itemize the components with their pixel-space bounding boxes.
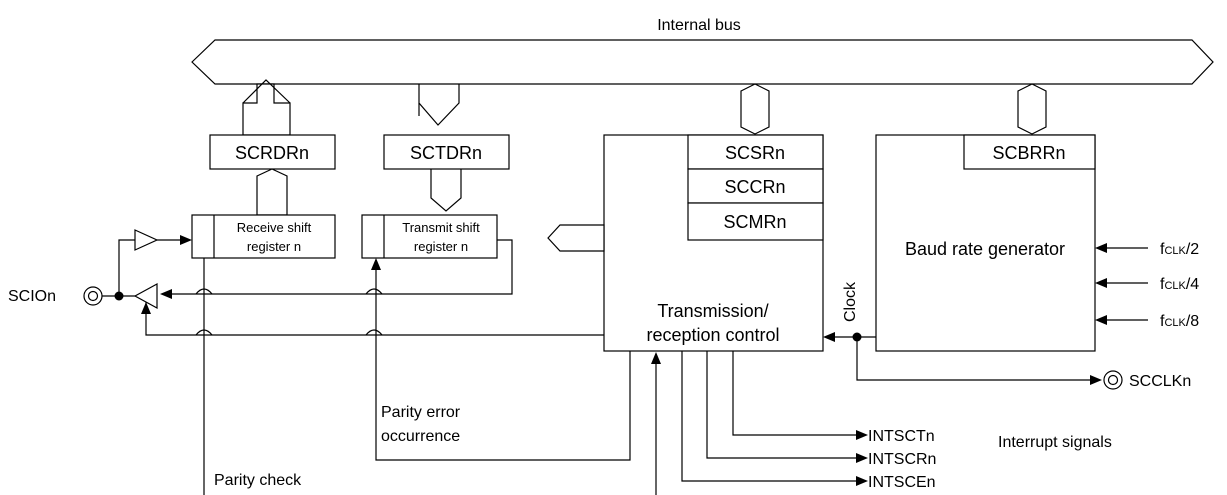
control-bus-arrow xyxy=(547,224,605,252)
scrdr-label: SCRDRn xyxy=(235,143,309,163)
scmr-label: SCMRn xyxy=(723,212,786,232)
parity-check-label: Parity check xyxy=(214,472,302,489)
clock-label: Clock xyxy=(842,281,859,322)
tx-output-line xyxy=(160,239,513,299)
sccr-label: SCCRn xyxy=(724,177,785,197)
internal-bus xyxy=(191,39,1214,85)
input-buffer xyxy=(118,229,192,296)
scio-terminal-icon xyxy=(83,286,103,306)
intsce-line xyxy=(681,351,868,486)
parity-error-label-1: Parity error xyxy=(381,404,461,421)
sctdr-label: SCTDRn xyxy=(410,143,482,163)
stub-sctdr-to-tx xyxy=(430,169,462,212)
clock-line xyxy=(823,332,1102,385)
transmit-shift-label-1: Transmit shift xyxy=(402,220,480,235)
bus-stub-scsr xyxy=(740,83,770,135)
scio-label: SCIOn xyxy=(8,288,56,305)
line-hops xyxy=(195,288,383,336)
scclk-terminal-icon xyxy=(1103,370,1123,390)
transmit-shift-label-2: register n xyxy=(414,239,468,254)
bus-stub-sctdr xyxy=(418,84,460,126)
scbrr-label: SCBRRn xyxy=(992,143,1065,163)
parity-error-label-2: occurrence xyxy=(381,428,460,445)
interrupt-signals-label: Interrupt signals xyxy=(998,434,1112,451)
receive-shift-register xyxy=(191,214,336,259)
baud-rate-label: Baud rate generator xyxy=(905,239,1065,259)
scsr-register xyxy=(687,134,824,170)
svg-text:fCLK/8: fCLK/8 xyxy=(1160,313,1199,330)
svg-text:fCLK/4: fCLK/4 xyxy=(1160,276,1199,293)
scbrr-register xyxy=(963,134,1096,170)
sctdr-register xyxy=(383,134,510,170)
scsr-label: SCSRn xyxy=(725,143,785,163)
intscr-line xyxy=(706,351,868,463)
intsct-line xyxy=(732,351,868,440)
receive-shift-label-1: Receive shift xyxy=(237,220,312,235)
internal-bus-label: Internal bus xyxy=(657,17,741,34)
control-label-1: Transmission/ xyxy=(657,301,768,321)
bus-stub-scbrr xyxy=(1017,83,1047,135)
fclk-div8-input: fCLK/8 xyxy=(1095,313,1199,330)
parity-error-line xyxy=(371,258,631,461)
fclk-div4-input: fCLK/4 xyxy=(1095,276,1199,293)
intscr-label: INTSCRn xyxy=(868,451,936,468)
scmr-register xyxy=(687,202,824,241)
control-input-arrow xyxy=(651,352,661,495)
output-buffer xyxy=(133,282,604,336)
stub-scrdr-to-rx xyxy=(256,168,288,216)
intsct-label: INTSCTn xyxy=(868,428,935,445)
svg-text:fCLK/2: fCLK/2 xyxy=(1160,241,1199,258)
control-label-2: reception control xyxy=(646,325,779,345)
receive-shift-label-2: register n xyxy=(247,239,301,254)
scrdr-register xyxy=(209,134,336,170)
scclk-label: SCCLKn xyxy=(1129,373,1191,390)
sccr-register xyxy=(687,168,824,204)
fclk-div2-input: fCLK/2 xyxy=(1095,241,1199,258)
baud-rate-generator-block xyxy=(875,134,1096,352)
bus-stub-scrdr xyxy=(242,79,291,136)
intsce-label: INTSCEn xyxy=(868,474,936,491)
